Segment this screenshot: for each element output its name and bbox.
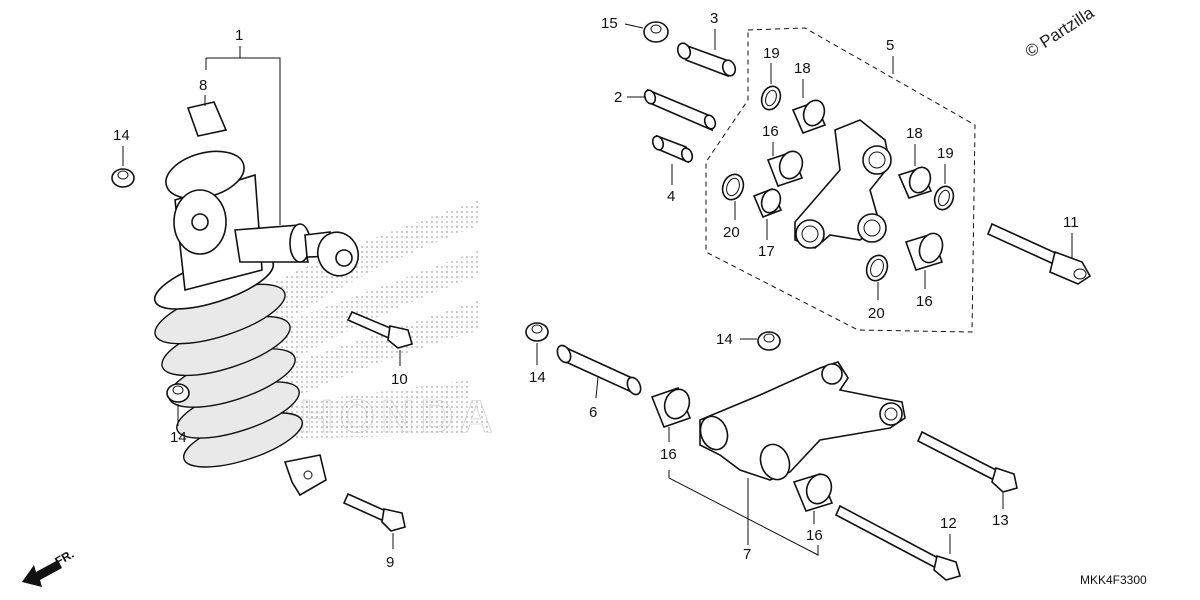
label-sticker [186, 101, 228, 137]
callout-14-upper-left: 14 [113, 127, 130, 144]
callout-2: 2 [614, 89, 622, 106]
flange-bolt [346, 310, 413, 349]
callout-13: 13 [992, 512, 1009, 529]
callout-6: 6 [589, 404, 597, 421]
needle-bearing [650, 386, 692, 429]
callout-16-arm-lower: 16 [806, 527, 823, 544]
callout-20-left: 20 [723, 224, 740, 241]
collar-6 [556, 344, 642, 396]
needle-bearing [766, 150, 804, 188]
callout-3: 3 [710, 10, 718, 27]
flange-nut [757, 331, 781, 351]
flange-nut [525, 322, 549, 342]
callout-16-link-lower: 16 [916, 293, 933, 310]
callout-20-right: 20 [868, 305, 885, 322]
link-bolt [986, 222, 1092, 285]
callout-18-right: 18 [906, 125, 923, 142]
needle-bearing [791, 99, 827, 135]
callout-7: 7 [743, 546, 751, 563]
arm-bolt [834, 504, 961, 581]
callout-14-middle: 14 [529, 369, 546, 386]
callout-16-arm-left: 16 [660, 446, 677, 463]
shock-link [794, 119, 892, 249]
diagram-code: MKK4F3300 [1080, 573, 1147, 587]
needle-bearing [904, 232, 944, 271]
collar-3 [676, 42, 737, 78]
callout-5: 5 [886, 37, 894, 54]
callout-4: 4 [667, 188, 675, 205]
callout-19-left: 19 [763, 45, 780, 62]
dust-seal [721, 173, 745, 201]
rear-shock-absorber [153, 150, 360, 497]
callout-17: 17 [758, 243, 775, 260]
callout-12: 12 [940, 515, 957, 532]
collar-2 [643, 88, 717, 132]
callout-16-link-upper: 16 [762, 123, 779, 140]
dust-seal [933, 185, 955, 211]
callout-11: 11 [1063, 214, 1079, 231]
front-direction-arrow: FR. [22, 547, 76, 587]
arm-bolt [916, 430, 1018, 493]
needle-bearing [792, 473, 834, 512]
dust-seal [760, 85, 782, 111]
flange-bolt [342, 492, 406, 532]
cushion-arm [699, 361, 906, 481]
dust-seal [865, 254, 889, 282]
link-assembly-group-outline [705, 27, 976, 333]
callout-18-left: 18 [794, 60, 811, 77]
callout-8: 8 [199, 77, 207, 94]
needle-bearing [897, 166, 933, 199]
flange-nut [111, 168, 135, 188]
callout-14-lower-left: 14 [170, 429, 187, 446]
collar-4 [651, 134, 694, 164]
flange-nut [643, 21, 669, 43]
callout-15: 15 [601, 15, 618, 32]
callout-1: 1 [235, 27, 243, 44]
callout-10: 10 [391, 371, 408, 388]
callout-19-right: 19 [937, 145, 954, 162]
copyright-watermark: © Partzilla [1022, 3, 1098, 62]
callout-9: 9 [386, 554, 394, 571]
background-logo-text: HONDA [300, 390, 499, 442]
needle-bearing [752, 187, 783, 219]
flange-nut [166, 383, 190, 403]
shock-spring [153, 254, 303, 468]
callout-14-right: 14 [716, 331, 733, 348]
